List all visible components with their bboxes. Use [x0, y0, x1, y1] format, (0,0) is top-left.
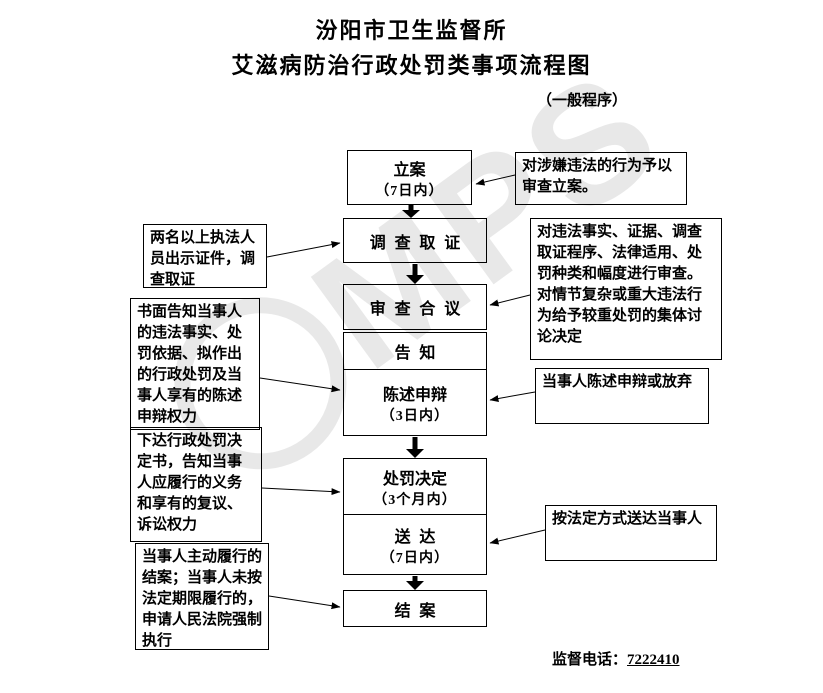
connector-left-1 [266, 241, 341, 258]
flow-step-review-label: 审查合议 [369, 301, 469, 318]
flow-step-closing-label: 结案 [394, 602, 445, 620]
flow-step-delivery: 送达 （7日内） [343, 514, 487, 575]
page-subtitle: （一般程序） [537, 93, 628, 109]
flow-step-notify-label: 告知 [394, 345, 445, 362]
flow-step-statement-sub: （3日内） [380, 408, 450, 424]
connector-right-2 [489, 294, 531, 307]
supervision-phone-number: 7222410 [627, 652, 680, 668]
note-right-legal-delivery: 按法定方式送达当事人 [545, 505, 717, 561]
page-title-line2: 艾滋病防治行政处罚类事项流程图 [231, 53, 592, 78]
page-title-line1: 汾阳市卫生监督所 [315, 18, 508, 43]
connector-right-4 [489, 529, 546, 545]
supervision-phone: 监督电话：7222410 [552, 648, 680, 669]
flow-arrow-investigation-to-review [406, 264, 424, 284]
flow-step-decision-label: 处罚决定 [382, 470, 447, 488]
note-right-statement-or-waiver: 当事人陈述申辩或放弃 [535, 368, 709, 424]
flow-step-statement: 陈述申辩 （3日内） [343, 369, 487, 436]
supervision-phone-label: 监督电话： [552, 652, 628, 668]
flow-step-decision-sub: （3个月内） [373, 492, 457, 508]
flow-step-statement-label: 陈述申辩 [382, 386, 447, 404]
flow-step-notify: 告知 [343, 332, 487, 370]
flow-arrow-statement-to-decision [406, 437, 424, 458]
flow-step-investigation-label: 调查取证 [369, 234, 469, 252]
flow-step-closing: 结案 [343, 590, 487, 627]
flow-arrow-delivery-to-closing [406, 576, 424, 590]
note-right-filing-review: 对涉嫌违法的行为予以审查立案。 [515, 152, 687, 205]
flow-step-filing: 立案 （7日内） [347, 150, 472, 205]
flow-step-investigation: 调查取证 [343, 218, 487, 263]
note-left-enforcement: 当事人主动履行的结案；当事人未按法定期限履行的，申请人民法院强制执行 [135, 543, 269, 650]
flow-step-filing-sub: （7日内） [375, 183, 444, 199]
connector-left-4 [268, 595, 341, 610]
connector-right-1 [475, 174, 516, 186]
connector-right-3 [489, 391, 536, 402]
note-left-investigators: 两名以上执法人员出示证件，调查取证 [143, 224, 267, 288]
flow-step-filing-label: 立案 [393, 161, 426, 179]
flow-arrow-filing-to-investigation [402, 205, 420, 218]
flow-step-delivery-sub: （7日内） [380, 550, 450, 566]
note-right-collegial-review: 对违法事实、证据、调查取证程序、法律适用、处罚种类和幅度进行审查。对情节复杂或重… [530, 218, 722, 360]
flow-step-delivery-label: 送达 [394, 528, 445, 546]
note-left-written-notice: 书面告知当事人的违法事实、处罚依据、拟作出的行政处罚及当事人享有的陈述申辩权力 [130, 298, 260, 430]
connector-left-2 [259, 377, 341, 393]
connector-left-3 [261, 487, 341, 496]
flow-step-decision: 处罚决定 （3个月内） [343, 458, 487, 515]
note-left-decision-document: 下达行政处罚决定书，告知当事人应履行的义务和享有的复议、诉讼权力 [130, 427, 262, 542]
flow-step-review: 审查合议 [343, 284, 487, 330]
